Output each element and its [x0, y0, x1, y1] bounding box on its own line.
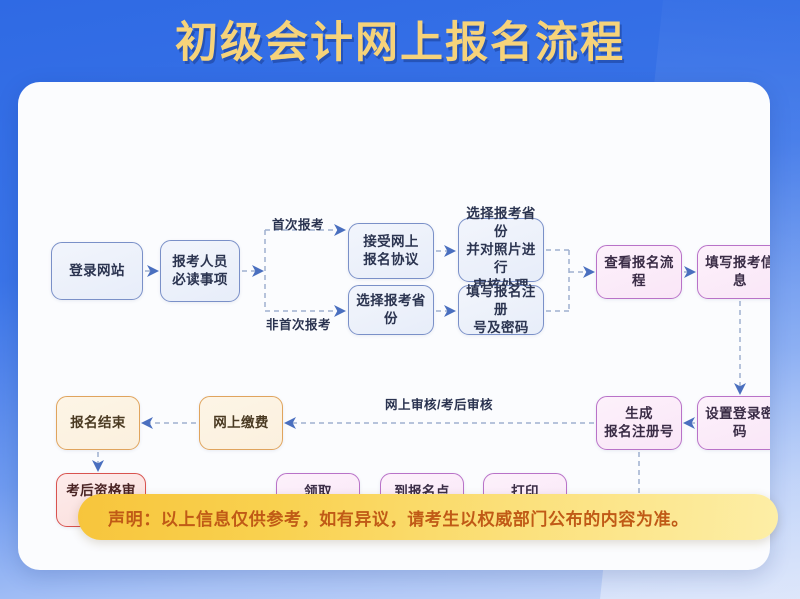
flow-node-label: 登录网站 — [69, 263, 125, 279]
flow-node-label: 查看报名流程 — [604, 255, 674, 288]
flow-node-n7: 查看报名流程 — [596, 245, 682, 299]
flow-node-n3: 接受网上报名协议 — [348, 223, 434, 279]
disclaimer-banner: 声明：以上信息仅供参考，如有异议，请考生以权威部门公布的内容为准。 — [78, 494, 778, 540]
flow-node-n1: 登录网站 — [51, 242, 143, 300]
flow-node-n6: 填写报名注册号及密码 — [458, 284, 544, 335]
edge-label-l1: 首次报考 — [272, 218, 325, 232]
edge-label-l3: 网上审核/考后审核 — [385, 398, 493, 412]
page-title: 初级会计网上报名流程 — [175, 18, 625, 68]
flow-node-label: 选择报考省份并对照片进行审核处理 — [466, 206, 536, 292]
flow-node-label: 报名结束 — [70, 415, 126, 431]
flow-node-label: 网上缴费 — [213, 415, 269, 431]
flow-node-label: 填写报名注册号及密码 — [466, 284, 536, 335]
flow-node-n9: 设置登录密码 — [697, 396, 770, 450]
flow-node-n5: 选择报考省份并对照片进行审核处理 — [458, 206, 544, 293]
flow-node-label: 报考人员必读事项 — [172, 254, 228, 287]
flow-node-label: 设置登录密码 — [705, 406, 770, 439]
flow-node-n15: 报名结束 — [56, 396, 140, 450]
flow-node-n4: 选择报考省份 — [348, 285, 434, 335]
edge-label-l2: 非首次报考 — [266, 318, 332, 332]
flow-node-n2: 报考人员必读事项 — [160, 240, 240, 302]
flow-node-n8: 填写报考信息 — [697, 245, 770, 299]
disclaimer-text: 声明：以上信息仅供参考，如有异议，请考生以权威部门公布的内容为准。 — [108, 509, 689, 529]
flow-node-label: 接受网上报名协议 — [363, 234, 419, 267]
flow-node-n10: 生成报名注册号 — [596, 396, 682, 450]
flow-node-label: 生成报名注册号 — [604, 406, 674, 439]
flow-node-n14: 网上缴费 — [199, 396, 283, 450]
flow-node-label: 填写报考信息 — [705, 255, 770, 288]
flow-node-label: 选择报考省份 — [356, 293, 426, 326]
